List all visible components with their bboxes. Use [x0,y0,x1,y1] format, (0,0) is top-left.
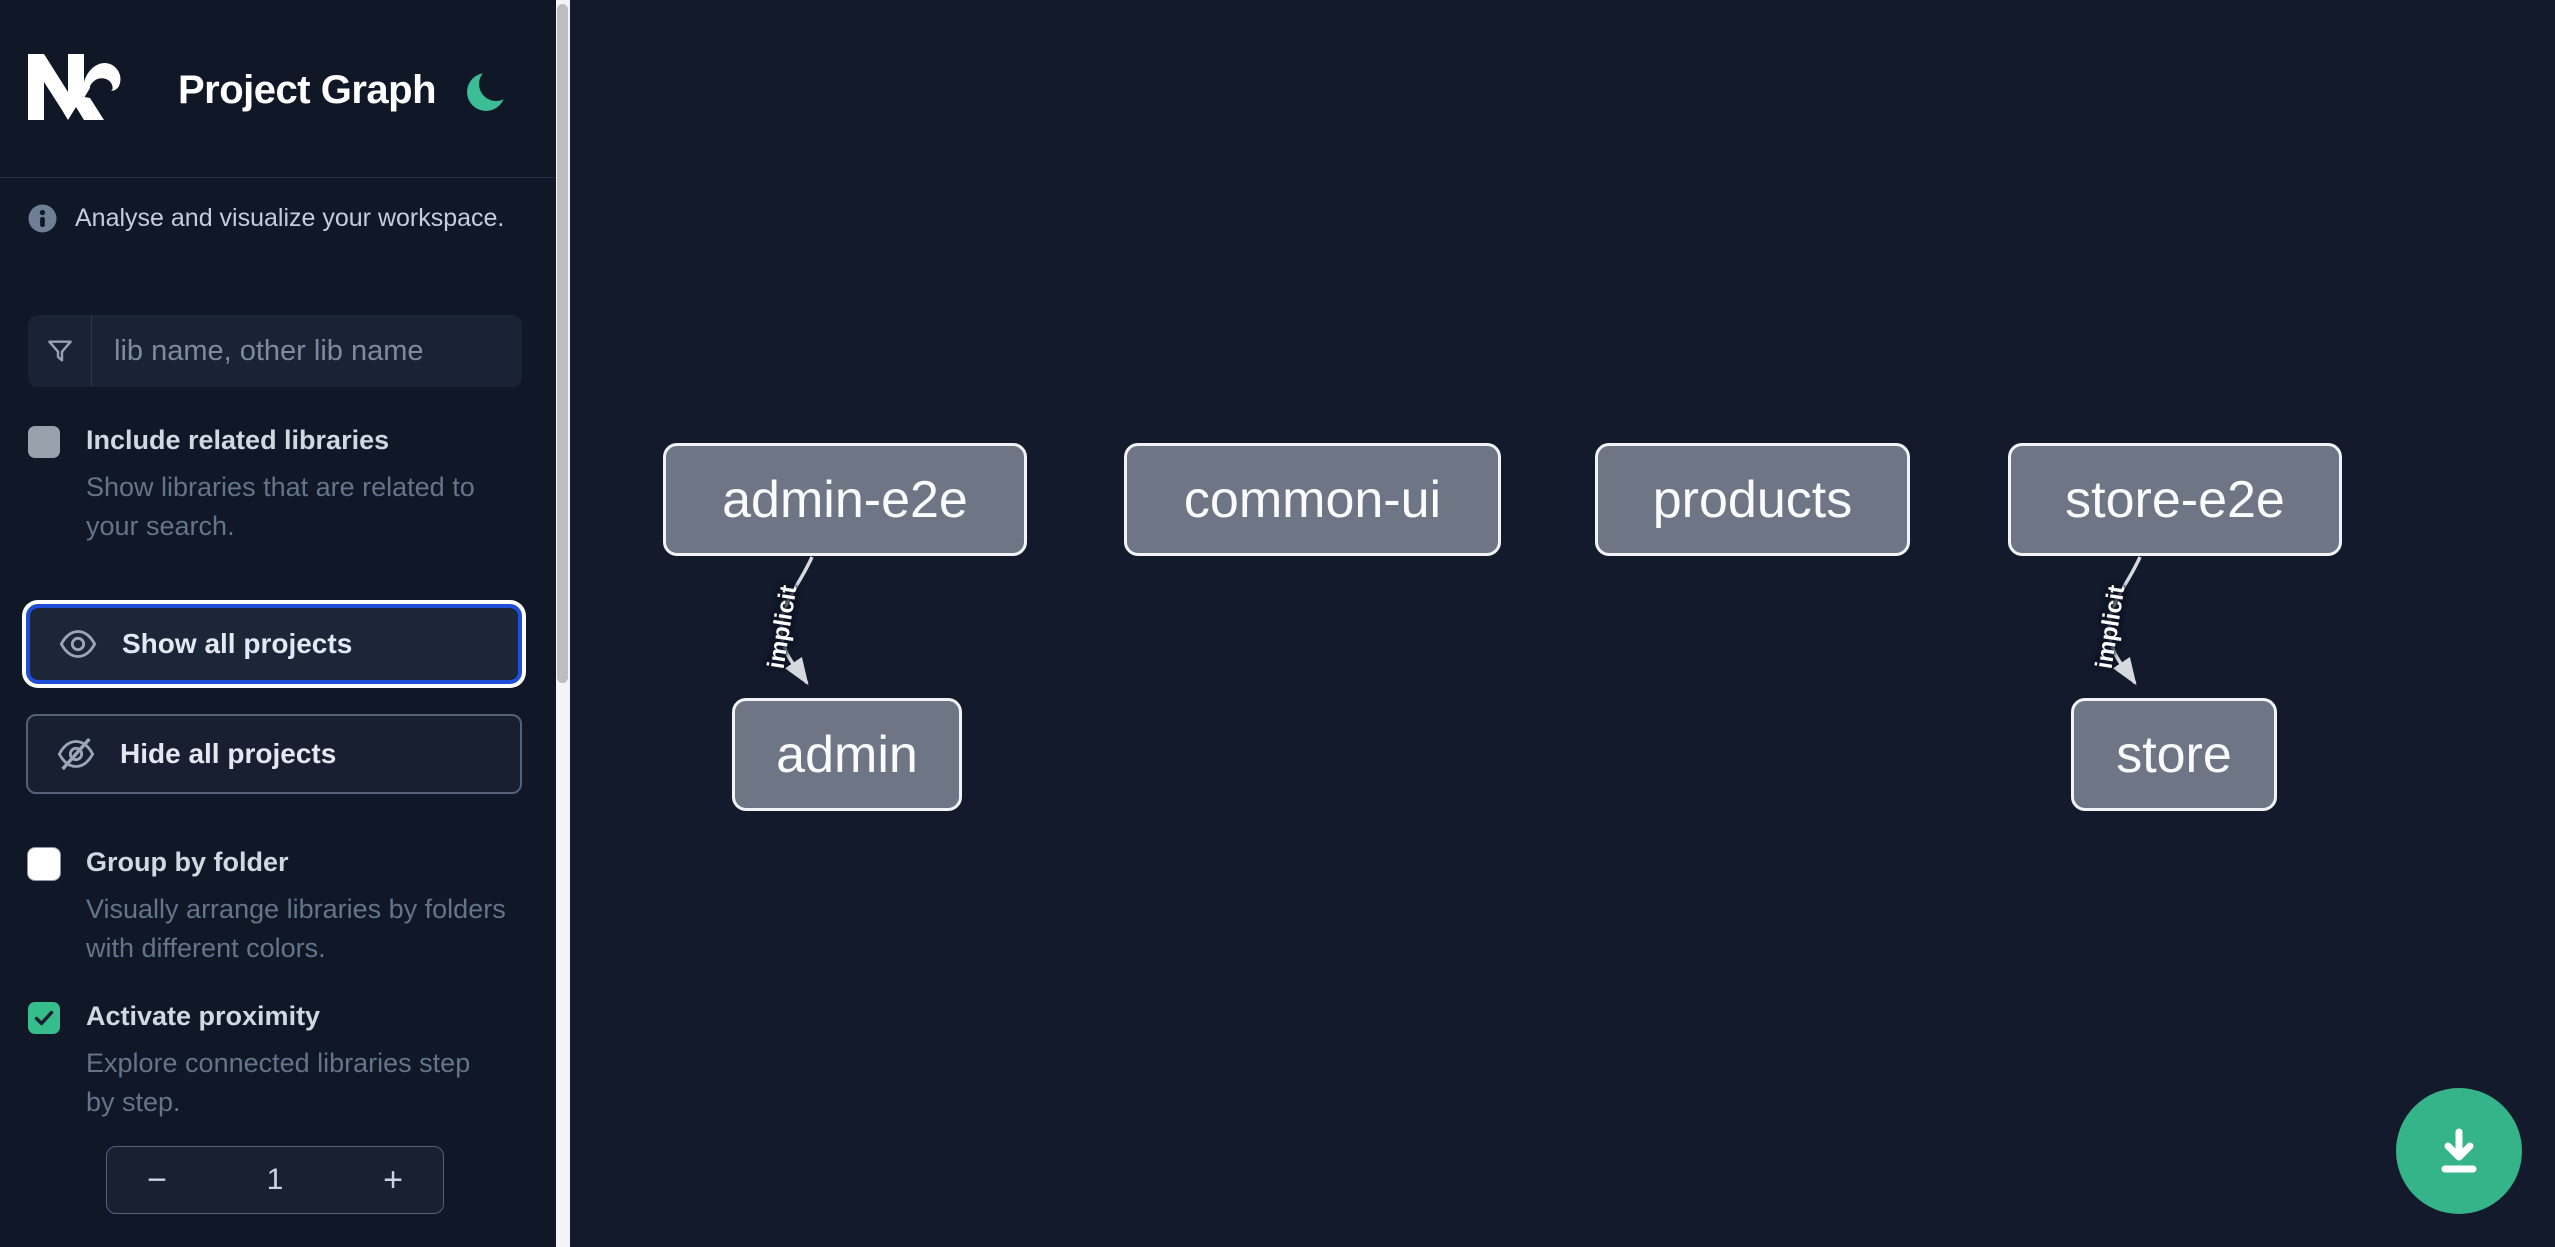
graph-node-admin[interactable]: admin [732,698,962,811]
button-label: Show all projects [122,628,353,659]
sidebar-scrollbar-thumb[interactable] [557,4,568,683]
include-related-checkbox[interactable] [28,426,60,458]
filter-icon-cell [28,315,92,387]
option-include-related: Include related libraries Show libraries… [28,424,506,546]
option-description: Show libraries that are related to your … [86,471,475,541]
option-activate-proximity: Activate proximity Explore connected lib… [28,1000,506,1122]
eye-icon [59,630,97,658]
graph-node-products[interactable]: products [1595,443,1910,556]
graph-node-common-ui[interactable]: common-ui [1124,443,1501,556]
decrement-button[interactable]: − [107,1147,207,1213]
nx-logo [28,54,121,120]
option-label: Activate proximity [86,1001,321,1031]
search-input[interactable] [92,315,522,387]
info-icon [28,204,57,233]
option-group-by-folder: Group by folder Visually arrange librari… [28,846,506,968]
option-label: Include related libraries [86,425,390,455]
option-description: Explore connected libraries step by step… [86,1047,471,1117]
button-label: Hide all projects [120,738,337,769]
increment-button[interactable]: + [343,1147,443,1213]
download-icon [2441,1128,2477,1173]
checkmark-icon [34,1010,54,1026]
option-label: Group by folder [86,847,289,877]
sidebar-scrollbar-track [556,0,570,1247]
eye-off-icon [57,737,95,771]
graph-node-store[interactable]: store [2071,698,2277,811]
search-box [28,315,522,387]
sidebar-header: Project Graph [0,0,556,178]
graph-node-admin-e2e[interactable]: admin-e2e [663,443,1027,556]
moon-icon [467,67,513,111]
download-graph-button[interactable] [2396,1088,2522,1214]
hide-all-projects-button[interactable]: Hide all projects [26,714,522,794]
graph-canvas[interactable] [570,0,2555,1247]
proximity-depth-stepper: − 1 + [106,1146,444,1214]
show-all-projects-button[interactable]: Show all projects [26,604,522,684]
stepper-value: 1 [266,1163,284,1196]
filter-funnel-icon [47,340,72,362]
option-description: Visually arrange libraries by folders wi… [86,893,506,963]
graph-node-store-e2e[interactable]: store-e2e [2008,443,2342,556]
theme-toggle-button[interactable] [462,64,514,116]
activate-proximity-checkbox[interactable] [28,1002,60,1034]
workspace-info: Analyse and visualize your workspace. [28,204,504,233]
group-by-folder-checkbox[interactable] [28,848,60,880]
tagline-text: Analyse and visualize your workspace. [75,204,505,232]
sidebar: Project Graph Analyse and visualize your… [0,0,556,1247]
page-title: Project Graph [178,68,437,112]
